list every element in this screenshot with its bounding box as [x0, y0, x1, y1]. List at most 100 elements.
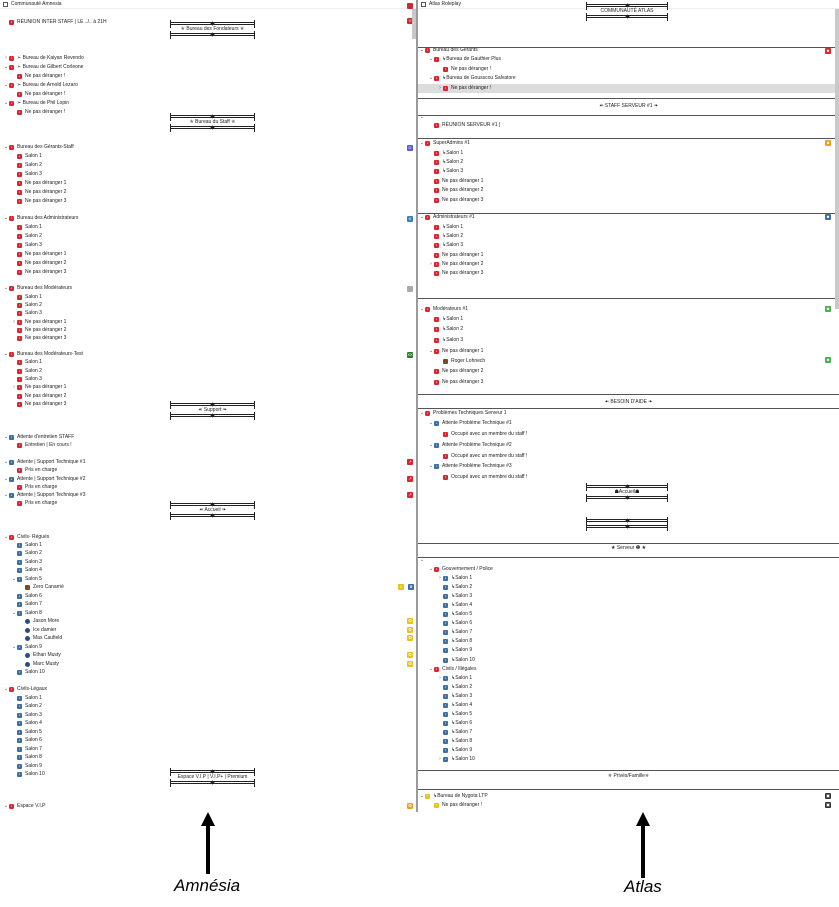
channel-item[interactable]: ♪↳Salon 8: [418, 637, 839, 646]
channel-item[interactable]: ♪↳Salon 1: [418, 315, 839, 324]
channel-item[interactable]: ♪Salon 1: [0, 293, 416, 302]
channel-item[interactable]: ♪RÉUNION SERVEUR #1 |: [418, 121, 839, 130]
chevron-down-icon[interactable]: ⌄: [3, 534, 9, 540]
channel-item[interactable]: ♪Salon 5: [0, 728, 416, 737]
channel-item[interactable]: ⌄♪↳Bureau de Nygota LTP: [418, 792, 839, 801]
chevron-down-icon[interactable]: ⌄: [428, 348, 434, 354]
channel-item[interactable]: ⌄♪Attente | Support Technique #3: [0, 491, 416, 500]
channel-item[interactable]: ♪↳Salon 10: [418, 656, 839, 665]
channel-item[interactable]: ♪Occupé avec un membre du staff !: [418, 430, 839, 439]
channel-item[interactable]: ♪Salon 2: [0, 232, 416, 241]
channel-item[interactable]: ♪Ne pas déranger 1: [418, 177, 839, 186]
chevron-right-icon[interactable]: ›: [439, 575, 441, 581]
channel-item[interactable]: ♪Salon 2: [0, 161, 416, 170]
channel-item[interactable]: ♪↳Salon 2: [418, 232, 839, 241]
channel-item[interactable]: ♪Ne pas déranger 2: [418, 367, 839, 376]
channel-item[interactable]: ♪Pris en charge: [0, 499, 416, 508]
channel-item[interactable]: ♪↳Salon 1: [418, 149, 839, 158]
channel-item[interactable]: ♪↳Salon 3: [418, 241, 839, 250]
channel-item[interactable]: ♪Salon 6: [0, 592, 416, 601]
channel-item[interactable]: ⌄♪Espace V.I.P: [0, 802, 416, 811]
channel-item[interactable]: ♪Pris en charge: [0, 483, 416, 492]
channel-item[interactable]: ♪Salon 3: [0, 375, 416, 384]
channel-item[interactable]: ⌄♪➢ Bureau de Gilbert Corleone: [0, 63, 416, 72]
channel-item[interactable]: ♪Ne pas déranger !: [418, 65, 839, 74]
channel-item[interactable]: ⌄♪Attente | Support Technique #1: [0, 458, 416, 467]
channel-item[interactable]: ⌄: [418, 113, 839, 122]
channel-item[interactable]: ♪Salon 2: [0, 702, 416, 711]
channel-item[interactable]: ♪↳Salon 9: [418, 746, 839, 755]
channel-item[interactable]: ♪Ne pas déranger 2: [0, 188, 416, 197]
channel-item[interactable]: ♪↳Salon 3: [418, 592, 839, 601]
channel-item[interactable]: ♪RÉUNION INTER STAFF | LE ../.. à 21H: [0, 18, 416, 27]
channel-item[interactable]: ⌄♪Attente Problème Technique #2: [418, 441, 839, 450]
user-item[interactable]: Ethan Musty: [0, 651, 416, 660]
channel-item[interactable]: ♪Salon 3: [0, 241, 416, 250]
chevron-down-icon[interactable]: ⌄: [428, 463, 434, 469]
channel-item[interactable]: ♪Ne pas déranger 2: [0, 326, 416, 335]
channel-item[interactable]: ⌄♪Civils-Légaux: [0, 685, 416, 694]
channel-item[interactable]: ♪Salon 2: [0, 301, 416, 310]
channel-item[interactable]: ⌄♪➢ Bureau de Arnold Lezaro: [0, 81, 416, 90]
channel-item[interactable]: ♪Ne pas déranger !: [0, 90, 416, 99]
channel-item[interactable]: ♪Ne pas déranger 3: [0, 197, 416, 206]
channel-item[interactable]: ⌄♪Bureau des Administrateurs: [0, 214, 416, 223]
channel-item[interactable]: ♪Salon 8: [0, 753, 416, 762]
channel-item[interactable]: ›♪Ne pas déranger 1: [0, 318, 416, 327]
channel-item[interactable]: ⌄♪Civils / Illégales: [418, 665, 839, 674]
channel-item[interactable]: ♪Salon 4: [0, 719, 416, 728]
channel-item[interactable]: ›♪Ne pas déranger 2: [418, 260, 839, 269]
channel-item[interactable]: ♪Salon 1: [0, 223, 416, 232]
channel-item[interactable]: ♪↳Salon 9: [418, 646, 839, 655]
user-item[interactable]: Ice damier: [0, 626, 416, 635]
channel-item[interactable]: ♪Salon 2: [0, 549, 416, 558]
chevron-down-icon[interactable]: ⌄: [419, 557, 425, 563]
chevron-down-icon[interactable]: ⌄: [3, 64, 9, 70]
channel-item[interactable]: ⌄♪➢ Bureau de Phil Lopin: [0, 99, 416, 108]
chevron-down-icon[interactable]: ⌄: [419, 214, 425, 220]
channel-item[interactable]: ♪Ne pas déranger !: [0, 72, 416, 81]
channel-item[interactable]: ♪Salon 1: [0, 358, 416, 367]
chevron-down-icon[interactable]: ⌄: [3, 144, 9, 150]
channel-item[interactable]: ♪Salon 6: [0, 736, 416, 745]
channel-item[interactable]: ⌄♪Bureau des Modérateurs-Test: [0, 350, 416, 359]
channel-item[interactable]: ♪↳Salon 2: [418, 325, 839, 334]
chevron-down-icon[interactable]: ⌄: [3, 803, 9, 809]
user-item[interactable]: Max Caufield: [0, 634, 416, 643]
channel-item[interactable]: ♪Ne pas déranger 1: [0, 179, 416, 188]
channel-item[interactable]: ›♪Ne pas déranger !: [418, 84, 839, 93]
channel-item[interactable]: ♪↳Salon 2: [418, 158, 839, 167]
channel-item[interactable]: ♪Salon 3: [0, 711, 416, 720]
channel-item[interactable]: ⌄♪Bureau des Gérants-Staff: [0, 143, 416, 152]
channel-item[interactable]: ›♪Ne pas déranger 1: [0, 383, 416, 392]
channel-item[interactable]: ♪↳Salon 7: [418, 728, 839, 737]
channel-item[interactable]: ♪Ne pas déranger 1: [0, 250, 416, 259]
channel-item[interactable]: ♪Salon 1: [0, 694, 416, 703]
atlas-scrollbar[interactable]: [835, 9, 839, 309]
channel-item[interactable]: ›♪➢ Bureau de Kaiyan Revendo: [0, 54, 416, 63]
chevron-down-icon[interactable]: ⌄: [3, 459, 9, 465]
chevron-down-icon[interactable]: ⌄: [3, 492, 9, 498]
chevron-down-icon[interactable]: ⌄: [428, 666, 434, 672]
channel-item[interactable]: ♪↳Salon 3: [418, 692, 839, 701]
channel-item[interactable]: ♪↳Salon 1: [418, 223, 839, 232]
chevron-right-icon[interactable]: ›: [439, 756, 441, 762]
channel-item[interactable]: ⌄♪↳Bureau de Gousscou Salvatore: [418, 74, 839, 83]
channel-item[interactable]: ♪Ne pas déranger 3: [418, 196, 839, 205]
chevron-down-icon[interactable]: ⌄: [3, 351, 9, 357]
channel-item[interactable]: ⌄♪Attente Problème Technique #1: [418, 419, 839, 428]
chevron-down-icon[interactable]: ⌄: [428, 56, 434, 62]
chevron-down-icon[interactable]: ⌄: [3, 476, 9, 482]
chevron-down-icon[interactable]: ⌄: [3, 82, 9, 88]
channel-item[interactable]: ♪Ne pas déranger 2: [0, 259, 416, 268]
channel-item[interactable]: ♪Salon 4: [0, 566, 416, 575]
channel-item[interactable]: ♪Occupé avec un membre du staff !: [418, 473, 839, 482]
channel-item[interactable]: ♪Salon 10: [0, 668, 416, 677]
chevron-right-icon[interactable]: ›: [430, 261, 432, 267]
chevron-right-icon[interactable]: ›: [439, 675, 441, 681]
channel-item[interactable]: ♪↳Salon 5: [418, 610, 839, 619]
channel-item[interactable]: ⌄♪Gouvernement / Police: [418, 565, 839, 574]
chevron-down-icon[interactable]: ⌄: [428, 566, 434, 572]
channel-item[interactable]: ♪Ne pas déranger 3: [0, 334, 416, 343]
channel-item[interactable]: ⌄♪SuperAdmins #1: [418, 139, 839, 148]
